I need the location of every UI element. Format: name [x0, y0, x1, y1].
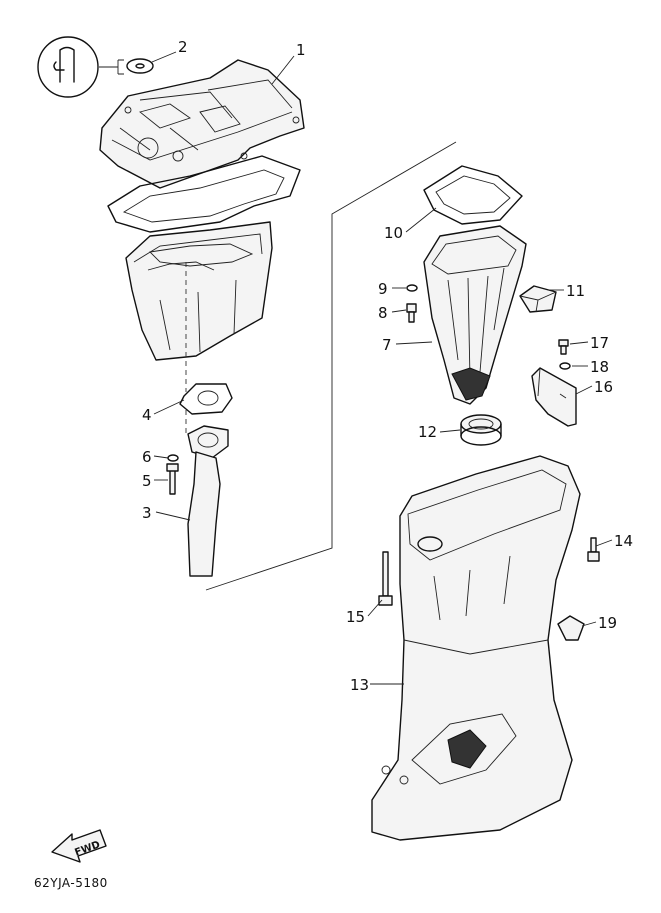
fwd-arrow-icon: FWD	[51, 829, 107, 863]
part-16-plate	[531, 367, 577, 427]
callout-18: 18	[590, 358, 609, 376]
detail-clip-inset	[37, 36, 124, 98]
callout-9: 9	[378, 280, 388, 298]
part-4-gasket	[179, 383, 233, 415]
callout-17: 17	[590, 334, 609, 352]
callout-3: 3	[142, 504, 152, 522]
callout-10: 10	[384, 224, 403, 242]
part-1-upper-casing-plate	[99, 59, 305, 189]
callout-4: 4	[142, 406, 152, 424]
assembly-bracket	[205, 141, 457, 591]
callout-15: 15	[346, 608, 365, 626]
callout-19: 19	[598, 614, 617, 632]
oil-pan-housing	[125, 221, 273, 361]
part-8-bolt	[406, 303, 417, 323]
part-14-bolt	[587, 537, 600, 562]
callout-14: 14	[614, 532, 633, 550]
callout-5: 5	[142, 472, 152, 490]
part-6-washer	[167, 454, 179, 462]
callout-16: 16	[594, 378, 613, 396]
callout-12: 12	[418, 423, 437, 441]
callout-1: 1	[296, 41, 306, 59]
part-10-gasket	[423, 165, 523, 225]
leader-lines	[151, 51, 613, 685]
part-11-rubber-block	[519, 285, 557, 313]
part-17-bolt	[558, 339, 569, 355]
part-18-washer	[559, 362, 571, 370]
part-19-bracket	[557, 615, 585, 641]
part-5-bolt	[166, 463, 179, 495]
callout-labels: 1 2 3 4 5 6 7 8 9 10 11 12 13 14 15 16 1…	[142, 38, 633, 694]
callout-6: 6	[142, 448, 152, 466]
part-15-bolt	[378, 551, 393, 606]
part-7-muffler	[423, 225, 527, 405]
callout-13: 13	[350, 676, 369, 694]
diagram-code: 62YJA-5180	[34, 876, 108, 890]
callout-2: 2	[178, 38, 188, 56]
callout-7: 7	[382, 336, 392, 354]
part-3-exhaust-pipe	[187, 425, 229, 577]
part-2-washer	[126, 58, 154, 74]
part-12-seal	[460, 414, 502, 446]
callout-8: 8	[378, 304, 388, 322]
part-13-upper-casing	[371, 455, 581, 841]
callout-11: 11	[566, 282, 585, 300]
part-9-washer	[406, 284, 418, 292]
gasket-upper	[107, 155, 301, 233]
